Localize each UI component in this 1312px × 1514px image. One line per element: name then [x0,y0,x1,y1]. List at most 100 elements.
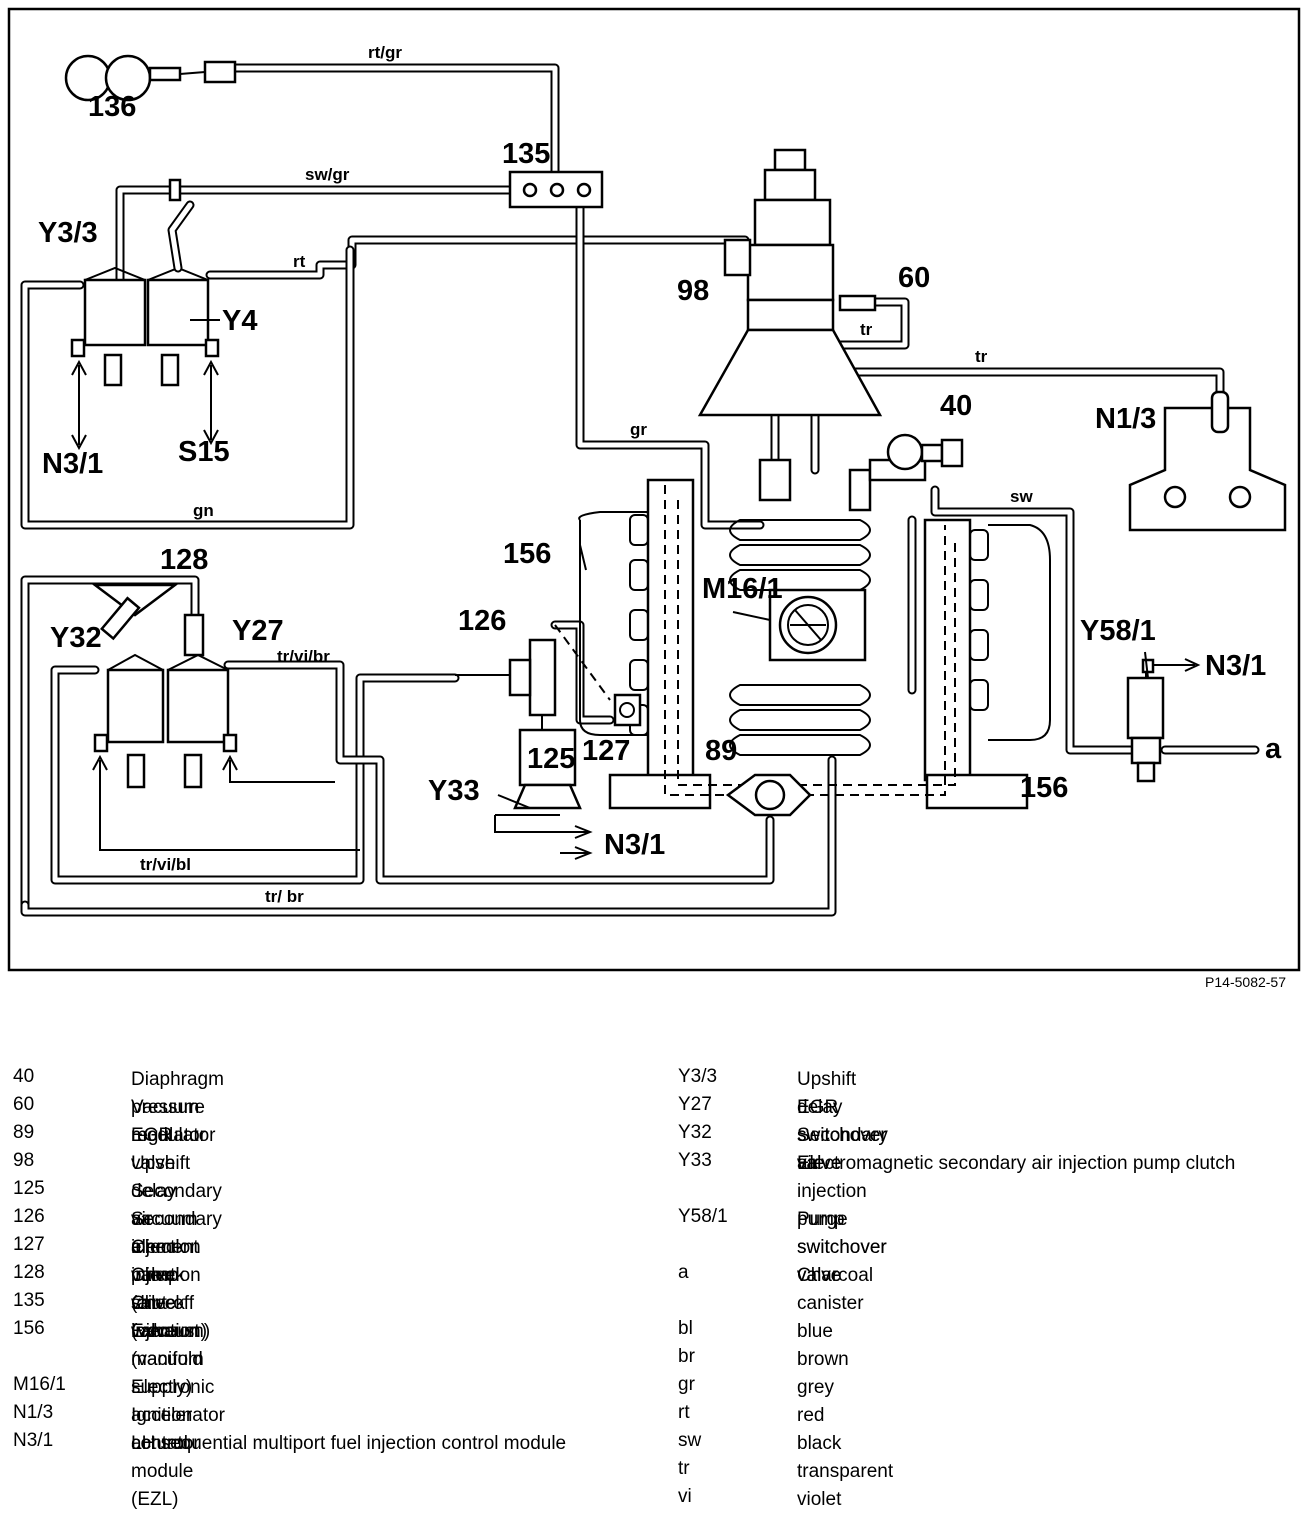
legend-code: rt [678,1402,690,1423]
component-127 [554,624,642,727]
legend-code: 60 [13,1094,35,1115]
label-n3-1-c: N3/1 [604,829,665,861]
legend-code: Y58/1 [678,1206,728,1227]
label-136: 136 [88,91,136,123]
arrows-y3-y4 [71,319,220,451]
legend-desc: Diaphragm pressure regulator [131,1069,224,1146]
legend-desc: Vacuum modulator [131,1097,216,1146]
vacuum-lines [20,63,1260,917]
label-y4: Y4 [222,305,257,337]
component-y33 [494,814,593,860]
label-156-a: 156 [503,538,551,570]
label-a: a [1265,733,1282,765]
wire-label-tr-b: tr [975,347,988,366]
legend-desc: transparent [797,1461,894,1482]
valve-y4 [146,178,220,387]
legend-desc: EGR switchover valve [797,1097,887,1174]
component-126 [455,638,557,730]
legend-desc: black [797,1433,842,1454]
legend-desc: Check valve (air injection) [131,1237,208,1342]
legend-code: 126 [13,1206,45,1227]
valve-y58-1 [1126,658,1201,783]
wire-label-tr-br: tr/ br [265,887,304,906]
legend-desc: red [797,1405,825,1426]
wire-label-gr: gr [630,420,647,439]
legend-desc: violet [797,1489,842,1510]
wire-label-sw: sw [1010,487,1033,506]
legend-desc: Upshift delay switchover valve [797,1069,887,1174]
label-y3-3: Y3/3 [38,217,98,249]
legend-code: 128 [13,1262,45,1283]
legend-code: 98 [13,1150,35,1171]
legend-desc: Ignition control module (EZL) [131,1405,194,1510]
legend-desc: brown [797,1349,849,1370]
legend-right: Y3/3 Upshift delay switchover valve Y27 EG… [678,1066,1298,1510]
legend-code: sw [678,1430,702,1451]
legend-desc: Upshift delay vacuum element [131,1153,199,1258]
label-n3-1-a: N3/1 [42,448,103,480]
label-98: 98 [677,275,709,307]
legend-code: N3/1 [13,1430,54,1451]
legend-code: a [678,1262,689,1283]
legend-code: vi [678,1486,692,1507]
legend-desc: Check valve (vacuum supply) [131,1293,204,1398]
diagram-reference: P14-5082-57 [1205,974,1286,990]
label-n1-3: N1/3 [1095,403,1156,435]
legend-code: 40 [13,1066,35,1087]
wire-label-rt: rt [293,252,306,271]
label-40: 40 [940,390,972,422]
legend-code: Y27 [678,1094,712,1115]
intake-assembly [697,148,883,417]
vacuum-diagram: rt/gr sw/gr rt gr gn tr tr sw tr/vi/br t… [7,7,1301,972]
legend-desc: Charcoal canister [797,1265,874,1314]
legend-desc: Exhaust manifold [131,1321,203,1370]
wire-label-gn: gn [193,501,214,520]
legend-desc: grey [797,1377,834,1398]
component-40 [886,433,964,471]
label-y58-1: Y58/1 [1080,615,1156,647]
component-125 [513,728,582,810]
component-128 [91,583,179,641]
legend-desc: Electromagnetic secondary air injection … [797,1153,1236,1174]
wire-label-tr-vi-bl: tr/vi/bl [140,855,191,874]
component-m16-1 [768,588,867,662]
legend-code: tr [678,1458,690,1479]
legend-desc: LH sequential multiport fuel injection c… [131,1433,567,1454]
legend-code: 135 [13,1290,45,1311]
legend-desc: Check valve (vacuum) [131,1265,211,1342]
component-n1-3 [1128,390,1287,532]
legend-desc: EGR valve [131,1125,176,1174]
wire-label-tr-a: tr [860,320,873,339]
wire-label-tr-vi-br: tr/vi/br [277,647,330,666]
legend-code: M16/1 [13,1374,66,1395]
legend-code: 89 [13,1122,35,1143]
legend-desc: Electronic accelerator actuator [131,1377,225,1454]
label-127: 127 [582,735,630,767]
legend-code: 125 [13,1178,45,1199]
label-n3-1-b: N3/1 [1205,650,1266,682]
legend-code: bl [678,1318,693,1339]
legend-code: Y3/3 [678,1066,718,1087]
legend-desc: Purge switchover valve [797,1209,887,1286]
label-125: 125 [527,743,575,775]
label-m16-1: M16/1 [702,573,783,605]
legend-code: Y32 [678,1122,712,1143]
legend-code: N1/3 [13,1402,54,1423]
wire-label-rt-gr: rt/gr [368,43,402,62]
legend-left: 40 Diaphragm pressure regulator 60 Vacuum … [13,1066,633,1510]
label-126: 126 [458,605,506,637]
component-136 [64,54,237,102]
legend-desc: Secondary air injection pump [131,1181,222,1286]
wire-label-sw-gr: sw/gr [305,165,350,184]
valve-y32 [92,653,360,851]
legend-code: Y33 [678,1150,712,1171]
label-156-b: 156 [1020,772,1068,804]
legend-code: gr [678,1374,695,1395]
legend-desc: Secondary air injection shut-off valve [131,1209,222,1342]
label-y27: Y27 [232,615,284,647]
label-s15: S15 [178,436,230,468]
label-y32: Y32 [50,622,102,654]
component-135 [508,170,604,209]
label-60: 60 [898,262,930,294]
valve-y3-3 [70,266,147,387]
